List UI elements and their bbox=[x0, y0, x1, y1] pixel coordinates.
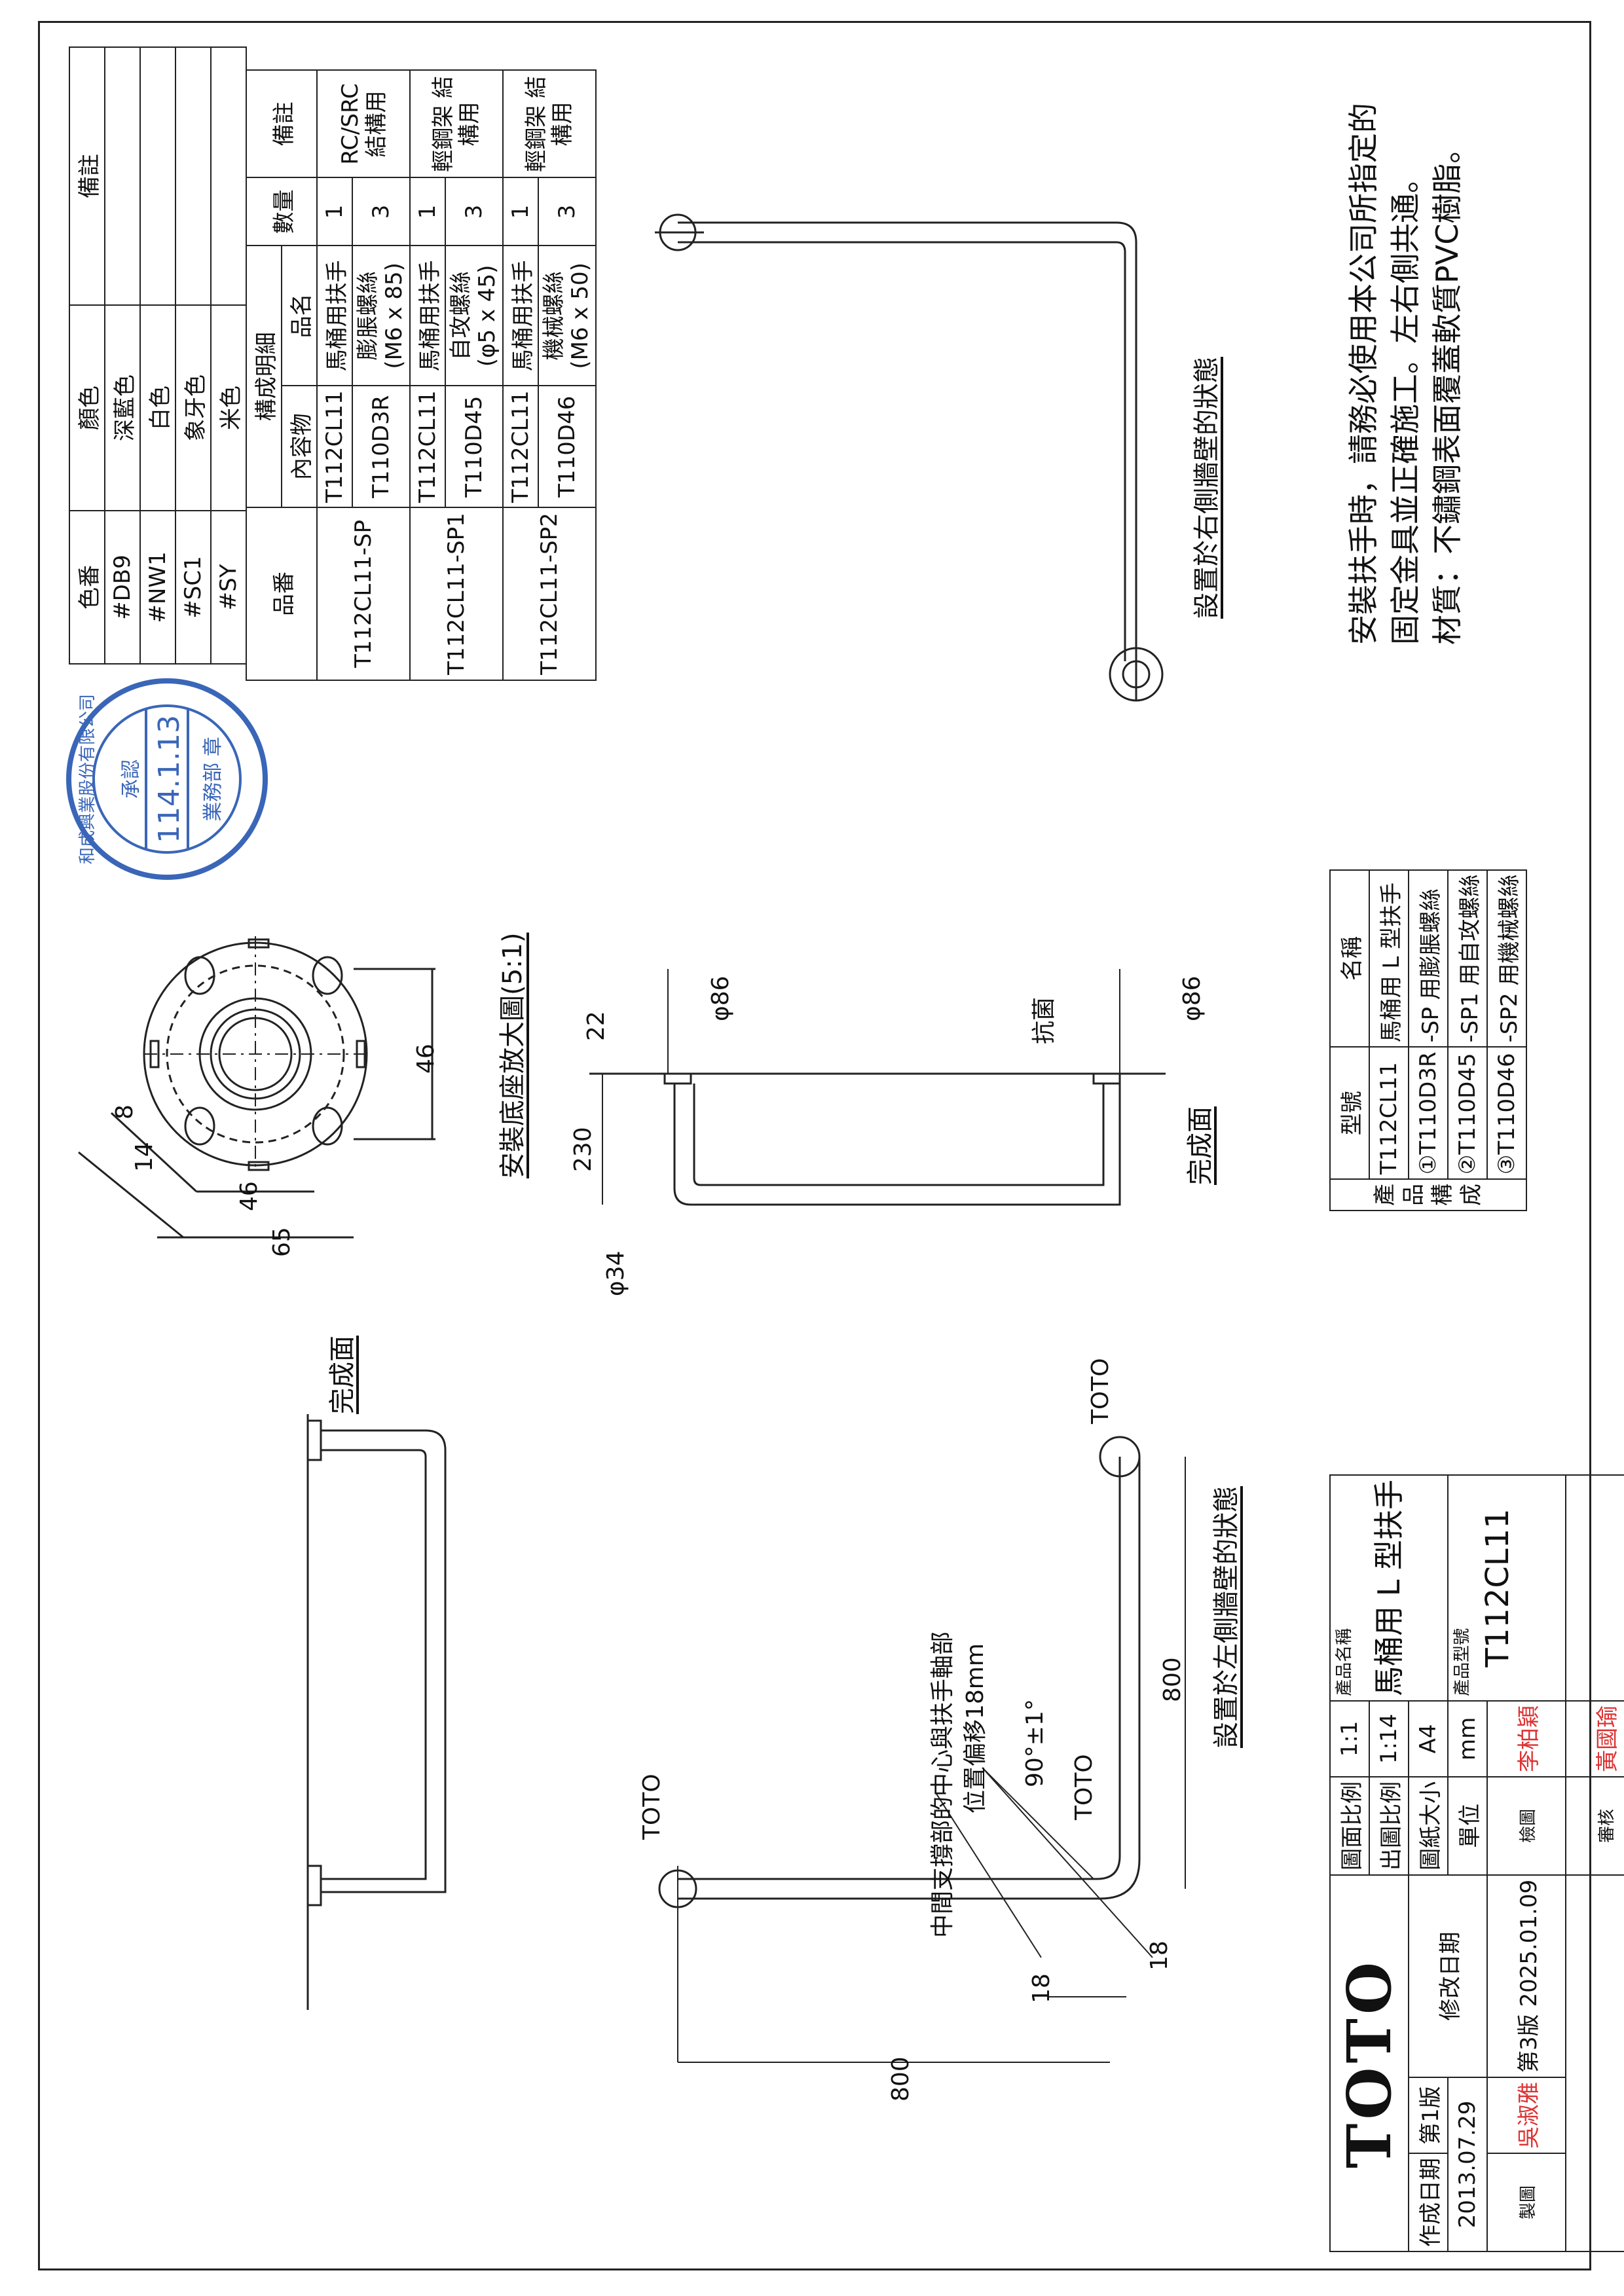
dim-46-vertical: 46 bbox=[413, 1044, 439, 1074]
title-block-panel: TOTO 圖面比例 1:1 產品名稱 馬桶用 L 型扶手 出圖比例 1:14 作… bbox=[1329, 1474, 1624, 2252]
model-table-panel: 產品構成 型號 名稱 T112CL11 馬桶用 L 型扶手 ①T110D3R -… bbox=[1329, 869, 1527, 1211]
product-name: 馬桶用 L 型扶手 bbox=[1371, 1480, 1407, 1696]
created-label: 作成日期 bbox=[1409, 2153, 1448, 2251]
model-name: 馬桶用 L 型扶手 bbox=[1369, 869, 1409, 1048]
revised-date: 2025.01.09 bbox=[1515, 1879, 1542, 2007]
caption-finish-face-left: 完成面 bbox=[327, 1336, 358, 1414]
dim-d86-b: φ86 bbox=[1179, 975, 1206, 1021]
review-by: 黃國瑜 bbox=[1566, 1700, 1624, 1777]
toto-mark-corner: TOTO bbox=[1071, 1754, 1098, 1820]
right-wall-handrail bbox=[655, 213, 1164, 702]
caption-finish-face-top: 完成面 bbox=[1185, 1106, 1215, 1185]
drawing-frame bbox=[38, 21, 1591, 2270]
title-block: TOTO 圖面比例 1:1 產品名稱 馬桶用 L 型扶手 出圖比例 1:14 作… bbox=[1329, 1474, 1624, 2252]
dim-800-horizontal: 800 bbox=[887, 2056, 914, 2102]
paper-label: 圖紙大小 bbox=[1409, 1776, 1448, 1875]
dim-d86-a: φ86 bbox=[707, 975, 734, 1021]
dim-8: 8 bbox=[111, 1104, 138, 1120]
product-no: T112CL11 bbox=[1479, 1508, 1516, 1667]
caption-right-wall: 設置於右側牆壁的狀態 bbox=[1192, 357, 1222, 619]
dim-22: 22 bbox=[583, 1011, 610, 1041]
toto-logo: TOTO bbox=[1334, 1958, 1405, 2169]
drawn-label: 製圖 bbox=[1487, 2153, 1566, 2251]
note-line-1: 安裝扶手時，請務必使用本公司所指定的 bbox=[1346, 103, 1381, 645]
offset-note-line1: 中間支撐部的中心與扶手軸部 bbox=[929, 1631, 956, 1938]
print-scale-value: 1:14 bbox=[1369, 1700, 1409, 1777]
drawn-by: 吳淑雅 bbox=[1487, 2077, 1566, 2153]
left-wall-handrail bbox=[658, 1436, 1186, 2063]
offset-note-line2: 位置偏移18mm bbox=[962, 1643, 989, 1813]
side-view-left bbox=[306, 1414, 447, 2010]
base-plate-detail bbox=[78, 936, 435, 1239]
name-header: 名稱 bbox=[1330, 869, 1369, 1048]
model-code: ①T110D3R bbox=[1409, 1047, 1448, 1179]
created-date: 2013.07.29 bbox=[1448, 2077, 1487, 2251]
dim-65: 65 bbox=[268, 1227, 295, 1257]
dim-14: 14 bbox=[131, 1142, 158, 1172]
model-name: -SP2 用機械螺絲 bbox=[1487, 869, 1526, 1048]
paper-value: A4 bbox=[1409, 1700, 1448, 1777]
dim-230: 230 bbox=[570, 1127, 597, 1172]
model-header: 型號 bbox=[1330, 1047, 1369, 1179]
review-label: 審核 bbox=[1566, 1776, 1624, 1875]
angle-label: 90°±1° bbox=[1022, 1699, 1048, 1787]
toto-mark-left: TOTO bbox=[638, 1774, 665, 1840]
install-notes: 安裝扶手時，請務必使用本公司所指定的 固定金具並正確施工。左右側共通。 材質：不… bbox=[1342, 103, 1468, 645]
product-no-label: 產品型號 bbox=[1452, 1628, 1472, 1696]
antibacterial-label: 抗菌 bbox=[1031, 996, 1058, 1044]
model-name: -SP1 用自攻螺絲 bbox=[1448, 869, 1487, 1048]
model-row: ③T110D46 -SP2 用機械螺絲 bbox=[1487, 869, 1526, 1211]
model-code: ②T110D45 bbox=[1448, 1047, 1487, 1179]
model-table: 產品構成 型號 名稱 T112CL11 馬桶用 L 型扶手 ①T110D3R -… bbox=[1329, 869, 1527, 1211]
revised-label: 修改日期 bbox=[1437, 1931, 1464, 2021]
print-scale-label: 出圖比例 bbox=[1369, 1776, 1409, 1875]
dim-18-b: 18 bbox=[1146, 1941, 1173, 1971]
unit-value: mm bbox=[1448, 1700, 1487, 1777]
model-code: ③T110D46 bbox=[1487, 1047, 1526, 1179]
dim-800-vertical: 800 bbox=[1159, 1657, 1186, 1702]
created-version: 第1版 bbox=[1409, 2077, 1448, 2153]
dim-18-a: 18 bbox=[1028, 1973, 1055, 2003]
caption-base-detail: 安裝底座放大圖(5:1) bbox=[498, 932, 528, 1178]
note-line-3: 材質：不鏽鋼表面覆蓋軟質PVC樹脂。 bbox=[1430, 133, 1465, 645]
scale-value: 1:1 bbox=[1330, 1700, 1369, 1777]
dim-46-horizontal: 46 bbox=[236, 1181, 263, 1211]
caption-left-wall: 設置於左側牆壁的狀態 bbox=[1211, 1486, 1242, 1748]
model-code: T112CL11 bbox=[1369, 1047, 1409, 1179]
checked-by: 李柏穎 bbox=[1487, 1700, 1566, 1777]
revised-version: 第3版 bbox=[1515, 2014, 1542, 2073]
model-row: T112CL11 馬桶用 L 型扶手 bbox=[1369, 869, 1409, 1211]
model-row: ①T110D3R -SP 用膨脹螺絲 bbox=[1409, 869, 1448, 1211]
model-side-label: 產品構成 bbox=[1330, 1179, 1526, 1211]
model-name: -SP 用膨脹螺絲 bbox=[1409, 869, 1448, 1048]
side-view-right bbox=[589, 969, 1166, 1206]
unit-label: 單位 bbox=[1448, 1776, 1487, 1875]
note-line-2: 固定金具並正確施工。左右側共通。 bbox=[1388, 163, 1423, 645]
product-name-label: 產品名稱 bbox=[1335, 1628, 1354, 1696]
scale-label: 圖面比例 bbox=[1330, 1776, 1369, 1875]
model-row: ②T110D45 -SP1 用自攻螺絲 bbox=[1448, 869, 1487, 1211]
checked-label: 檢圖 bbox=[1518, 1808, 1538, 1843]
approval-stamp: 和成興業股份有限公司 承認 114.1.13 業務部 章 bbox=[62, 674, 272, 884]
toto-mark-top: TOTO bbox=[1087, 1358, 1114, 1424]
dim-d34: φ34 bbox=[602, 1250, 629, 1296]
